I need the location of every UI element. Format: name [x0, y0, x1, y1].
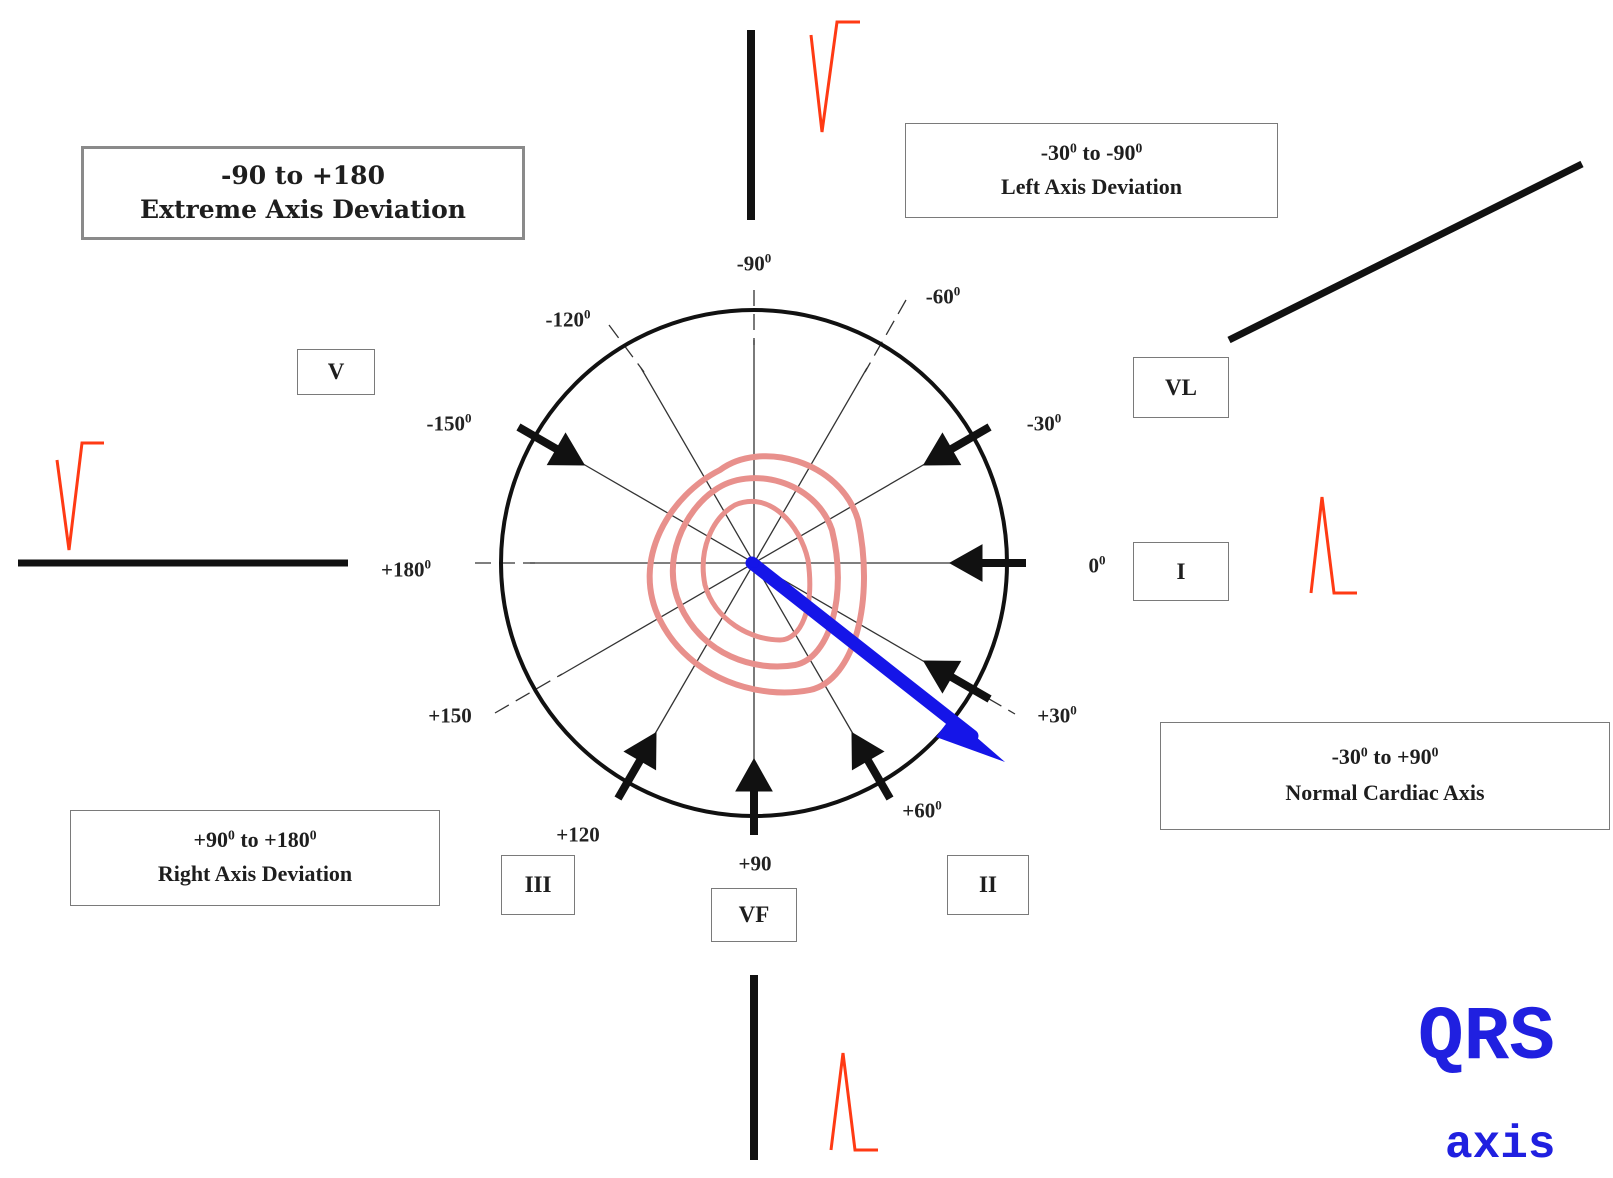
- normal-label-text: Normal Cardiac Axis: [1285, 780, 1485, 805]
- left-range-text: -300 to -900: [1040, 140, 1143, 165]
- qrs-axis-arrowhead: [936, 716, 1005, 762]
- angle-label-minus60: -600: [925, 283, 961, 309]
- extreme-label-text: Extreme Axis Deviation: [140, 195, 466, 224]
- negative-qrs-mark-top: [809, 20, 860, 133]
- angle-label-plus90: +90: [738, 851, 772, 876]
- normal-cardiac-axis-box: -300 to +900 Normal Cardiac Axis: [1160, 722, 1610, 830]
- right-range-text: +900 to +1800: [193, 827, 317, 852]
- right-label-text: Right Axis Deviation: [157, 861, 353, 886]
- dash-60-up: [864, 299, 907, 373]
- lead-box-avl: VL: [1133, 357, 1229, 418]
- normal-range-text: -300 to +900: [1331, 744, 1439, 769]
- qrs-title: QRS: [1418, 995, 1555, 1081]
- lead-box-iii: III: [501, 855, 575, 915]
- lead-box-avf: VF: [711, 888, 797, 942]
- lead-box-i: I: [1133, 542, 1229, 601]
- lead-box-avr: V: [297, 349, 375, 395]
- dash-120-up: [608, 324, 645, 373]
- center-dot: [749, 558, 759, 568]
- angle-label-minus150: -1500: [426, 410, 472, 436]
- qrs-vector-loop: [646, 453, 867, 696]
- left-axis-deviation-box: -300 to -900 Left Axis Deviation: [905, 123, 1278, 218]
- angle-label-zero: 00: [1088, 552, 1106, 578]
- angle-label-plus150: +150: [428, 703, 472, 728]
- right-axis-deviation-box: +900 to +1800 Right Axis Deviation: [70, 810, 440, 906]
- angle-label-plus30: +300: [1037, 702, 1077, 728]
- qrs-axis-vector: [745, 556, 979, 743]
- lead-arrowheads: [516, 423, 1026, 835]
- left-label-text: Left Axis Deviation: [1001, 174, 1182, 199]
- angle-label-minus30: -300: [1026, 410, 1062, 436]
- angle-label-plus120: +120: [556, 822, 600, 847]
- negative-qrs-mark-left: [55, 441, 104, 551]
- angle-label-minus120: -1200: [545, 306, 591, 332]
- positive-qrs-mark-bottom: [829, 1052, 878, 1152]
- axis-subtitle: axis: [1445, 1119, 1556, 1171]
- angle-label-plus180: +1800: [381, 556, 431, 582]
- angle-label-plus60: +600: [902, 797, 942, 823]
- extreme-range-text: -90 to +180: [221, 161, 385, 190]
- extreme-axis-deviation-box: -90 to +180 Extreme Axis Deviation: [81, 146, 525, 240]
- lead-avl-line: [1227, 160, 1584, 344]
- angle-label-minus90: -900: [736, 250, 772, 276]
- dash-150-left: [494, 673, 563, 714]
- lead-box-ii: II: [947, 855, 1029, 915]
- positive-qrs-mark-right: [1309, 496, 1357, 595]
